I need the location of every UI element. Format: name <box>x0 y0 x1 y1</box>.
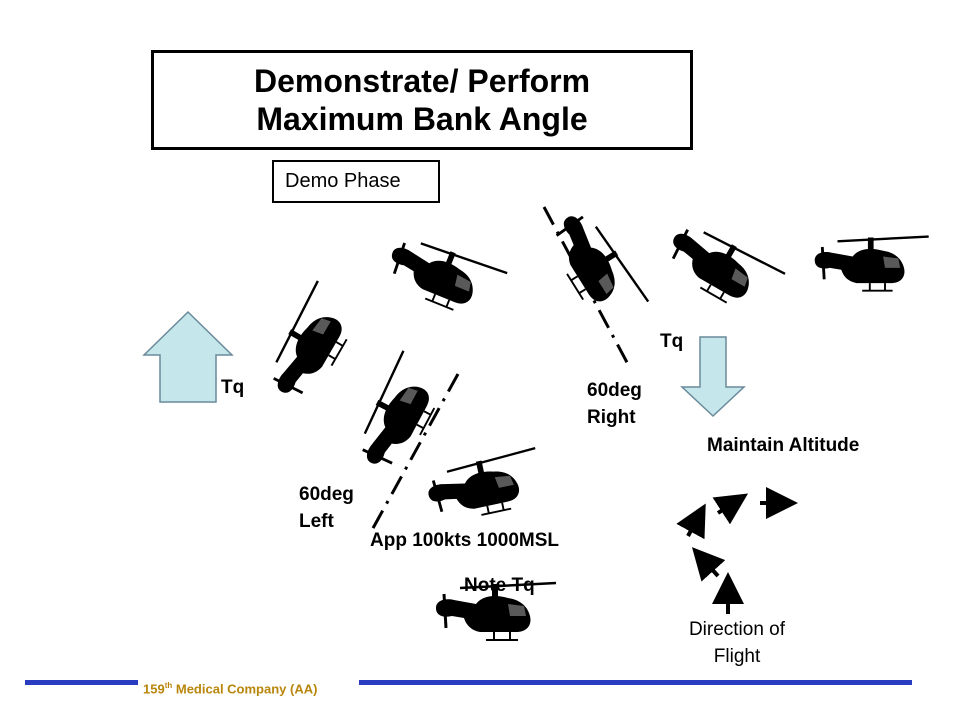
arrow-icon <box>712 493 749 525</box>
note-torque-label: Note Tq <box>464 575 535 596</box>
direction-of-flight-label: Direction of Flight <box>688 619 786 667</box>
bank-left-reference-line <box>370 373 460 531</box>
arrow-icon <box>691 547 726 582</box>
helicopter-icon <box>422 446 548 527</box>
footer-bar-right <box>359 680 912 685</box>
title-box: Demonstrate/ Perform Maximum Bank Angle <box>151 50 693 150</box>
helicopter-icon <box>259 279 367 409</box>
helicopter-icon <box>379 229 509 325</box>
approach-label: App 100kts 1000MSL <box>370 530 560 551</box>
footer-unit-name: 159th Medical Company (AA) <box>143 681 318 697</box>
phase-label: Demo Phase <box>272 160 440 203</box>
down-arrow-icon <box>680 336 746 418</box>
helicopter-icon <box>657 215 787 323</box>
torque-label-right: Tq <box>660 331 684 352</box>
maintain-altitude-label: Maintain Altitude <box>707 435 860 456</box>
helicopter-icon <box>540 203 650 332</box>
helicopter-icon <box>813 235 931 293</box>
page-title: Demonstrate/ Perform Maximum Bank Angle <box>253 63 591 137</box>
up-arrow-icon <box>142 310 234 403</box>
bank-left-label: 60deg Left <box>299 484 354 532</box>
torque-label-left: Tq <box>221 377 245 398</box>
footer-bar-left <box>25 680 138 685</box>
arrow-icon <box>676 503 706 540</box>
bank-right-label: 60deg Right <box>587 380 642 428</box>
